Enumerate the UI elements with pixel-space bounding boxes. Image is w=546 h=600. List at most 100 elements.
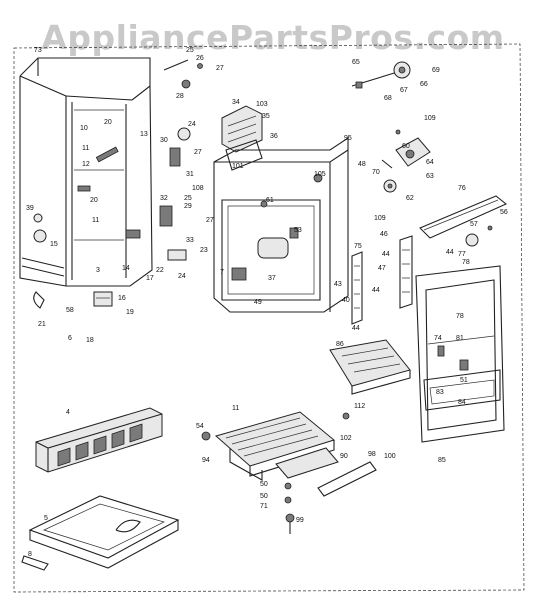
air-duct-assembly [159, 105, 263, 261]
part-label-p58: 58 [66, 307, 74, 314]
part-label-p54: 54 [196, 423, 204, 430]
part-label-p46: 46 [380, 231, 388, 238]
part-label-p24b: 24 [178, 273, 186, 280]
part-label-p68: 68 [384, 95, 392, 102]
part-label-p101: 101 [232, 163, 244, 170]
part-label-p74: 74 [434, 335, 442, 342]
control-housing [381, 129, 431, 193]
part-label-p95: 95 [344, 135, 352, 142]
part-label-p83: 83 [436, 389, 444, 396]
part-label-p94: 94 [202, 457, 210, 464]
shelf-supports [351, 235, 413, 325]
part-label-p14: 14 [122, 265, 130, 272]
part-label-p4: 4 [66, 409, 70, 416]
part-label-p61: 61 [266, 197, 274, 204]
part-label-p20b: 20 [90, 197, 98, 204]
part-label-p21: 21 [38, 321, 46, 328]
part-label-p16: 16 [118, 295, 126, 302]
part-label-p78b: 78 [456, 313, 464, 320]
part-label-p77: 77 [458, 251, 466, 258]
part-label-p69: 69 [432, 67, 440, 74]
part-label-p64: 64 [426, 159, 434, 166]
part-label-p43: 43 [334, 281, 342, 288]
part-label-p22: 22 [156, 267, 164, 274]
part-label-p23: 23 [200, 247, 208, 254]
part-label-p27a: 27 [216, 65, 224, 72]
glass-shelf-trim [419, 195, 508, 247]
part-label-p109a: 109 [424, 115, 436, 122]
part-label-p8: 8 [28, 551, 32, 558]
part-label-p25b: 25 [184, 195, 192, 202]
part-label-p49: 49 [254, 299, 262, 306]
part-label-p71: 71 [260, 503, 268, 510]
part-label-p11c: 11 [232, 405, 239, 412]
part-label-p5: 5 [44, 515, 48, 522]
toe-grille [35, 407, 163, 473]
part-label-p10: 10 [80, 125, 88, 132]
part-label-p37: 37 [268, 275, 276, 282]
part-label-p86: 86 [336, 341, 344, 348]
part-label-p84: 84 [458, 399, 466, 406]
part-label-p60: 60 [402, 143, 410, 150]
part-label-p17: 17 [146, 275, 154, 282]
part-label-p53: 53 [294, 227, 302, 234]
part-label-p6: 6 [68, 335, 72, 342]
part-label-p63: 63 [426, 173, 434, 180]
part-label-p48: 48 [358, 161, 366, 168]
part-label-p44a: 44 [382, 251, 390, 258]
part-label-p57: 57 [470, 221, 478, 228]
part-label-p18: 18 [86, 337, 94, 344]
part-label-p34: 34 [232, 99, 240, 106]
part-label-p73: 73 [34, 47, 42, 54]
part-label-p11a: 11 [82, 145, 89, 152]
part-label-p30: 30 [160, 137, 168, 144]
part-label-p33: 33 [186, 237, 194, 244]
part-label-p90: 90 [340, 453, 348, 460]
part-label-p19: 19 [126, 309, 134, 316]
meat-keeper-tray [201, 411, 377, 534]
part-label-p20a: 20 [104, 119, 112, 126]
part-label-p85: 85 [438, 457, 446, 464]
part-label-p98: 98 [368, 451, 376, 458]
diagram-frame [13, 43, 525, 593]
fresh-food-liner [213, 136, 349, 313]
part-label-p11b: 11 [92, 217, 99, 224]
part-label-p67: 67 [400, 87, 408, 94]
part-label-p109b: 109 [374, 215, 386, 222]
part-label-p108: 108 [192, 185, 204, 192]
part-label-p62: 62 [406, 195, 414, 202]
part-label-p29: 29 [184, 203, 192, 210]
part-label-p12: 12 [82, 161, 90, 168]
part-label-p27b: 27 [194, 149, 202, 156]
part-label-p50b: 50 [260, 493, 268, 500]
part-label-p50a: 50 [260, 481, 268, 488]
part-label-p56: 56 [500, 209, 508, 216]
part-label-p78a: 78 [462, 259, 470, 266]
part-label-p32: 32 [160, 195, 168, 202]
part-label-p100: 100 [384, 453, 396, 460]
part-label-p27c: 27 [206, 217, 214, 224]
part-label-p112: 112 [354, 403, 365, 410]
cabinet-shell [19, 57, 153, 309]
part-label-p65: 65 [352, 59, 360, 66]
part-label-p24a: 24 [188, 121, 196, 128]
part-label-p70: 70 [372, 169, 380, 176]
part-label-p26: 26 [196, 55, 204, 62]
part-label-p75: 75 [354, 243, 362, 250]
part-label-p13: 13 [140, 131, 148, 138]
part-label-p81: 81 [456, 335, 464, 342]
top-hardware [163, 59, 411, 89]
part-label-p44c: 44 [372, 287, 380, 294]
part-label-p3: 3 [96, 267, 100, 274]
part-label-p102: 102 [340, 435, 352, 442]
part-label-p39: 39 [26, 205, 34, 212]
part-label-p51: 51 [460, 377, 468, 384]
part-label-p40: 40 [342, 297, 350, 304]
part-label-p47: 47 [378, 265, 386, 272]
drain-pan [21, 495, 180, 571]
door-gasket-frame [415, 265, 505, 443]
part-label-p25a: 25 [186, 47, 194, 54]
part-label-p35: 35 [262, 113, 270, 120]
